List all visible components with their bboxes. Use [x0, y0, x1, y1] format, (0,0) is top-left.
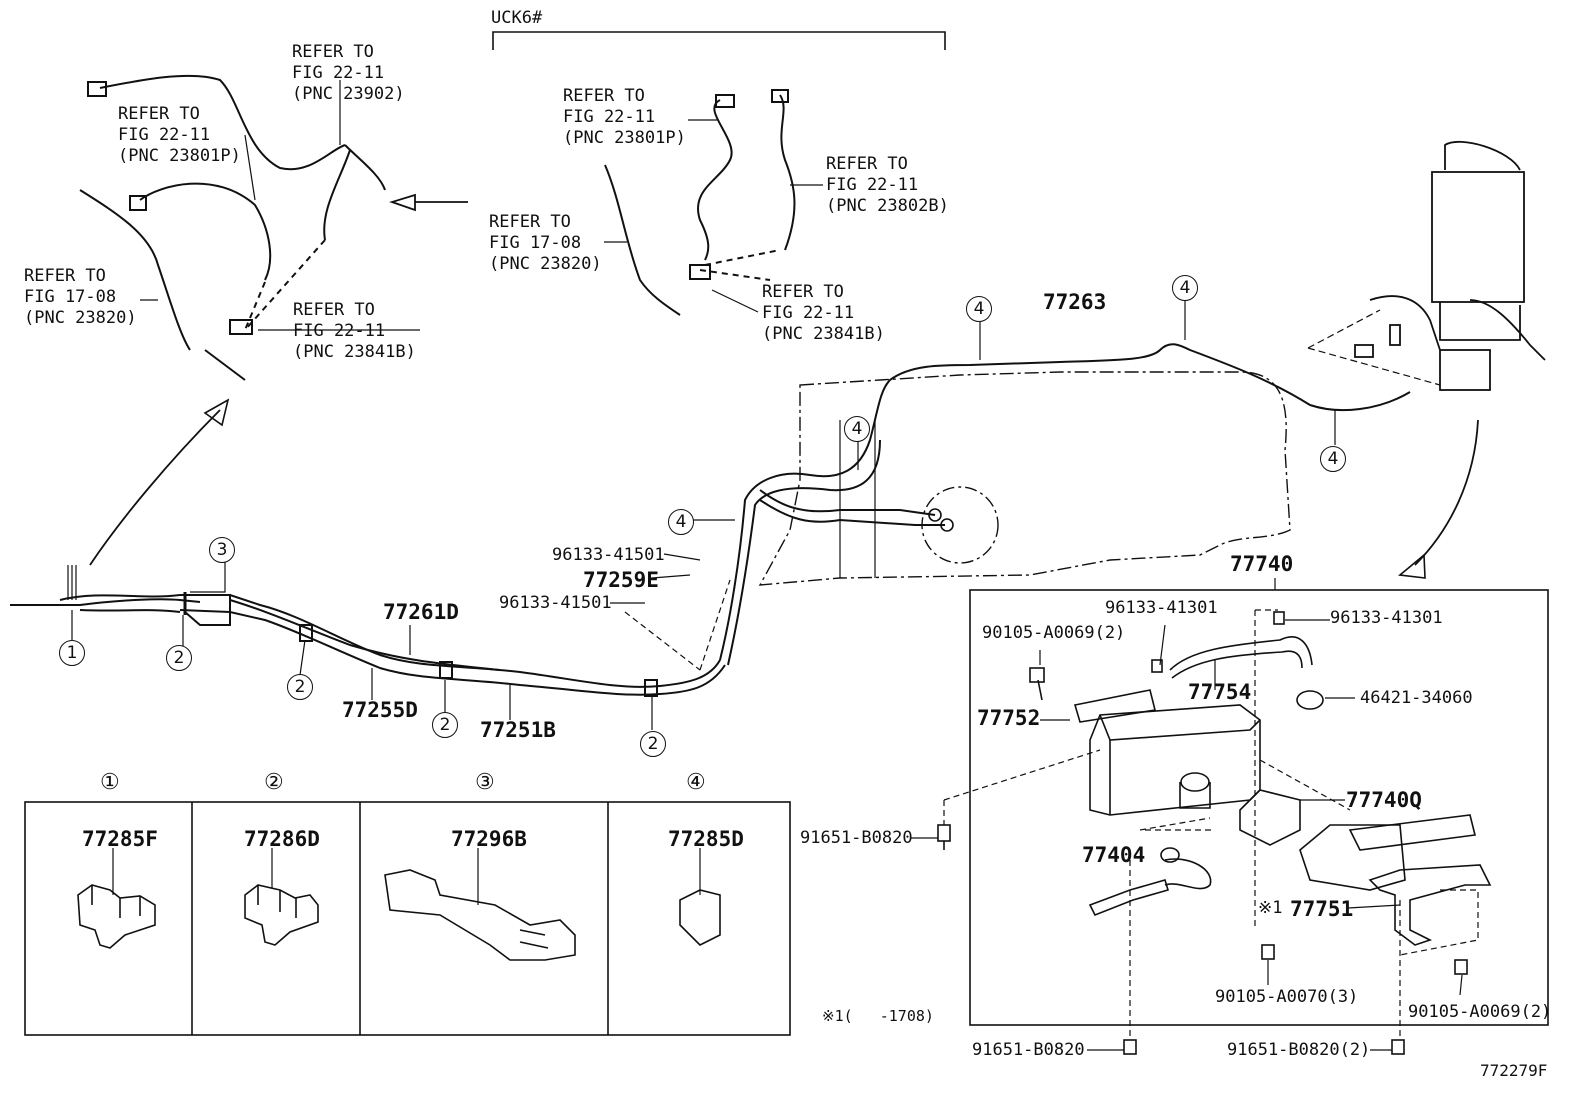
- part-90105-a0069-2-top: 90105-A0069(2): [982, 623, 1126, 643]
- callout-4-d: 4: [1172, 275, 1198, 301]
- riser-lines: [719, 343, 1411, 666]
- legend-num-3: ③: [475, 770, 495, 795]
- part-90105-a0070-3: 90105-A0070(3): [1215, 987, 1359, 1007]
- part-77752: 77752: [977, 706, 1041, 730]
- callout-2-a: 2: [166, 645, 192, 671]
- part-77740q: 77740Q: [1346, 788, 1422, 812]
- callout-2-c: 2: [432, 712, 458, 738]
- mid-inset-hoses: [604, 89, 796, 316]
- down-arrow: [1414, 419, 1479, 566]
- part-96133-41501-lower: 96133-41501: [499, 593, 612, 613]
- part-96133-41501-upper: 96133-41501: [552, 545, 665, 565]
- part-77404: 77404: [1082, 843, 1146, 867]
- callout-4-e: 4: [1320, 446, 1346, 472]
- left-inset-hoses: [79, 74, 386, 381]
- note-range: ※1( -1708): [822, 1007, 934, 1025]
- legend-num-1: ①: [100, 770, 120, 795]
- part-46421-34060: 46421-34060: [1360, 688, 1473, 708]
- part-91651-b0820-2: 91651-B0820(2): [1227, 1040, 1371, 1060]
- legend-num-4: ④: [686, 770, 706, 795]
- part-77751: 77751: [1290, 897, 1354, 921]
- callout-4-b: 4: [844, 416, 870, 442]
- left-pointer-arrow: [389, 193, 468, 212]
- clip-part-77285f: 77285F: [82, 827, 158, 851]
- note-mark-1: ※1: [1258, 898, 1283, 918]
- legend-num-2: ②: [264, 770, 284, 795]
- part-77261d: 77261D: [383, 600, 459, 624]
- part-77263: 77263: [1043, 290, 1107, 314]
- callout-2-b: 2: [287, 674, 313, 700]
- clip-part-77286d: 77286D: [244, 827, 320, 851]
- clip-part-77285d: 77285D: [668, 827, 744, 851]
- part-77259e: 77259E: [583, 568, 659, 592]
- callout-4-c: 4: [966, 296, 992, 322]
- part-77255d: 77255D: [342, 698, 418, 722]
- part-77740: 77740: [1230, 552, 1294, 576]
- figure-id: 772279F: [1480, 1061, 1548, 1080]
- part-77754: 77754: [1188, 680, 1252, 704]
- callout-1: 1: [59, 640, 85, 666]
- variant-label: UCK6#: [491, 8, 543, 28]
- part-77251b: 77251B: [480, 718, 556, 742]
- part-91651-b0820-bottom: 91651-B0820: [972, 1040, 1085, 1060]
- callout-2-d: 2: [640, 731, 666, 757]
- part-96133-41301-right: 96133-41301: [1330, 608, 1443, 628]
- callout-3: 3: [209, 537, 235, 563]
- part-91651-b0820-left: 91651-B0820: [800, 828, 913, 848]
- fuel-tank-outline: [758, 371, 1291, 586]
- charcoal-canister-top: [1354, 140, 1546, 391]
- up-arrow: [89, 409, 221, 566]
- callout-4-a: 4: [668, 509, 694, 535]
- clip-part-77296b: 77296B: [451, 827, 527, 851]
- canister-detail-box: [969, 589, 1549, 1026]
- part-90105-a0069-2-bottom: 90105-A0069(2): [1408, 1002, 1552, 1022]
- main-fuel-lines: [10, 592, 726, 697]
- clip-legend-box: [24, 801, 791, 1036]
- part-96133-41301-left: 96133-41301: [1105, 598, 1218, 618]
